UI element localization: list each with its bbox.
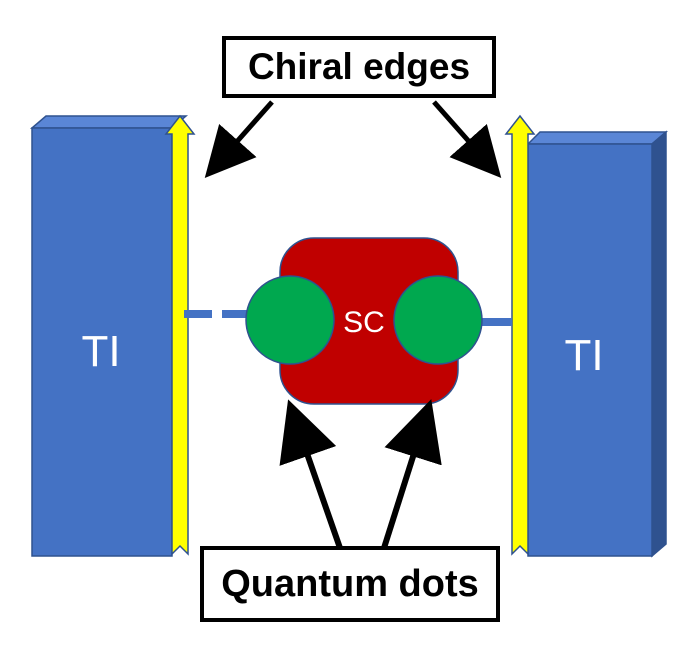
chiral-pointer-right <box>432 100 502 178</box>
left-ti-label: TI <box>81 327 120 376</box>
dot-pointer-left <box>279 399 343 549</box>
right-ti-front-face <box>527 143 653 557</box>
superconductor-label: SC <box>343 306 385 339</box>
right-chiral-edge-arrow <box>504 114 536 556</box>
left-chiral-edge-arrow <box>164 114 196 556</box>
quantum-dots-label: Quantum dots <box>200 546 500 622</box>
left-ti-top-face <box>29 115 189 129</box>
right-ti-block: TI <box>526 130 669 558</box>
right-quantum-dot <box>393 275 483 365</box>
left-quantum-dot <box>245 275 335 365</box>
right-ti-label: TI <box>564 331 603 380</box>
chiral-edges-label: Chiral edges <box>222 36 496 98</box>
chiral-pointer-left <box>204 100 274 178</box>
right-ti-top-face <box>526 131 669 145</box>
left-ti-block: TI <box>29 115 189 557</box>
left-ti-front-face <box>31 127 173 557</box>
right-ti-side-face <box>651 130 667 558</box>
dot-pointer-right <box>381 399 442 549</box>
